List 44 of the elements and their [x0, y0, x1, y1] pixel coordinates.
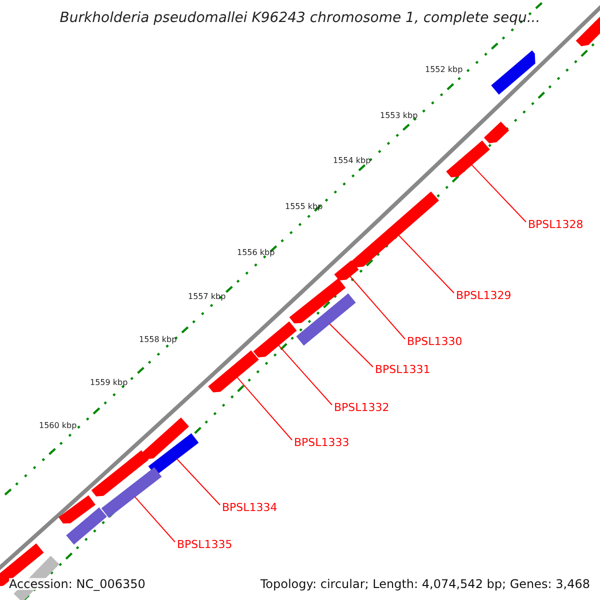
leader-line — [350, 276, 406, 340]
scale-label: 1557 kbp — [188, 293, 226, 301]
leader-line — [471, 164, 526, 222]
gene-segment — [208, 350, 259, 392]
gene-segment — [253, 321, 297, 358]
gene-segment — [351, 192, 439, 268]
gene-label: BPSL1332 — [334, 402, 390, 413]
scale-label: 1552 kbp — [425, 66, 463, 74]
gene-segment — [334, 260, 359, 280]
scale-label: 1554 kbp — [333, 157, 371, 165]
leader-line — [329, 323, 374, 368]
leader-line — [176, 458, 220, 506]
gene-segment — [58, 495, 96, 524]
gene-label: BPSL1334 — [222, 502, 278, 513]
scale-label: 1553 kbp — [380, 112, 418, 120]
gene-segment — [141, 418, 189, 460]
gene-segment — [296, 293, 356, 346]
title: Burkholderia pseudomallei K96243 chromosome 1, complete sequ... — [58, 11, 542, 25]
gene-segment — [66, 507, 107, 545]
gene-segment — [91, 450, 149, 496]
topology-text: Topology: circular; Length: 4,074,542 bp; Genes: 3,468 — [260, 578, 590, 590]
gene-label: BPSL1333 — [294, 437, 350, 448]
leader-line — [134, 496, 176, 542]
gene-segment — [484, 122, 510, 144]
leader-line — [398, 234, 454, 294]
scale-label: 1556 kbp — [237, 249, 275, 257]
scale-label: 1555 kbp — [285, 203, 323, 211]
scale-label: 1560 kbp — [39, 422, 77, 430]
gene-label: BPSL1330 — [407, 336, 462, 347]
gene-segment — [491, 50, 536, 95]
gene-segment — [101, 467, 162, 518]
gene-label: BPSL1329 — [456, 290, 512, 301]
gene-label: BPSL1335 — [177, 539, 232, 550]
gene-label: BPSL1331 — [375, 364, 430, 375]
gene-segment — [289, 278, 346, 324]
accession-text: Accession: NC_006350 — [9, 578, 146, 590]
gene-segment — [576, 16, 600, 46]
gene-segment — [148, 433, 199, 476]
scale-label: 1558 kbp — [139, 336, 177, 344]
gene-label: BPSL1328 — [528, 219, 584, 230]
leader-line — [236, 376, 292, 440]
scale-label: 1559 kbp — [90, 379, 128, 387]
gene-segment — [446, 140, 490, 178]
leader-line — [278, 344, 332, 406]
